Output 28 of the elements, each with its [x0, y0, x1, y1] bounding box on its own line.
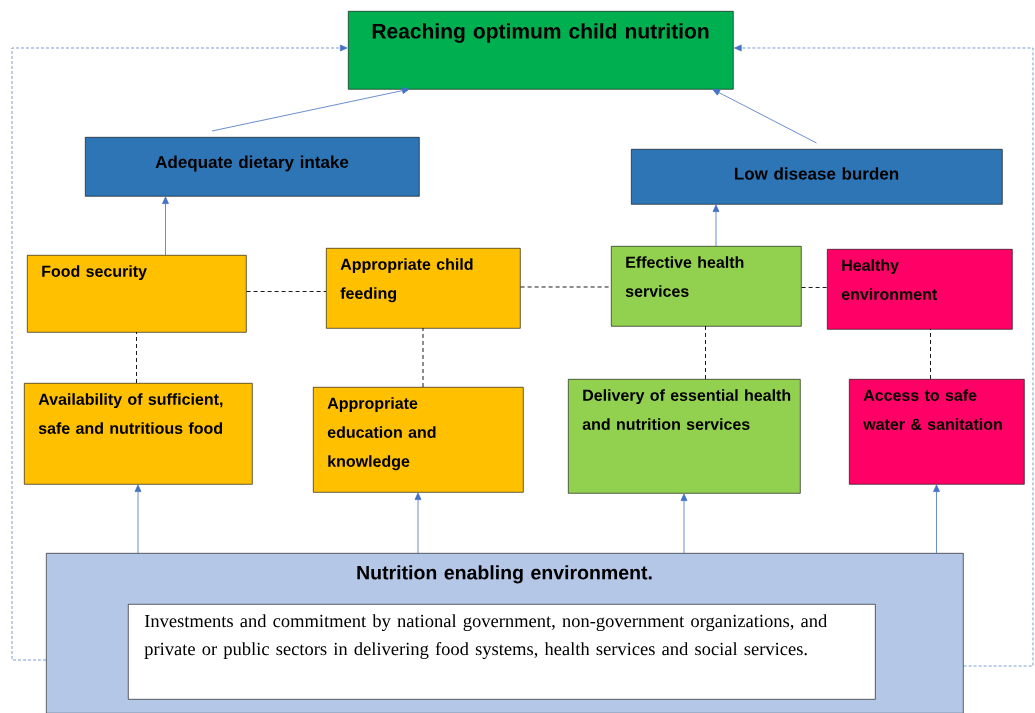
concept-box: Appropriate education and knowledge [313, 387, 524, 493]
concept-box: Adequate dietary intake [85, 137, 420, 197]
concept-box: Low disease burden [631, 149, 1003, 205]
dashed-connector [930, 328, 931, 380]
concept-box: Delivery of essential health and nutrition services [568, 379, 801, 494]
dashed-connector [705, 325, 706, 380]
concept-box: Healthy environment [827, 249, 1013, 330]
concept-box: Effective health services [611, 246, 802, 327]
arrow [162, 196, 169, 256]
arrow [134, 484, 142, 554]
feedback-arrow [11, 44, 348, 661]
description-box: Investments and commitment by national government, non-government organizations, and private or public sectors in delivering food systems, health services and social services. [128, 604, 876, 700]
arrow [414, 492, 422, 554]
arrow [933, 484, 940, 554]
dashed-connector [246, 291, 327, 292]
dashed-connector [136, 331, 137, 384]
concept-box: Food security [27, 255, 247, 333]
dashed-connector [422, 327, 424, 388]
dashed-connector [801, 287, 828, 288]
arrow [211, 87, 410, 132]
concept-box: Access to safe water & sanitation [849, 379, 1025, 485]
concept-box: Appropriate child feeding [326, 248, 521, 329]
arrow [712, 89, 817, 144]
concept-box: Availability of sufficient, safe and nutritious food [24, 383, 253, 485]
arrow [712, 204, 720, 247]
feedback-arrow [734, 44, 1034, 667]
arrow [680, 493, 688, 554]
goal-box: Reaching optimum child nutrition [348, 11, 734, 90]
